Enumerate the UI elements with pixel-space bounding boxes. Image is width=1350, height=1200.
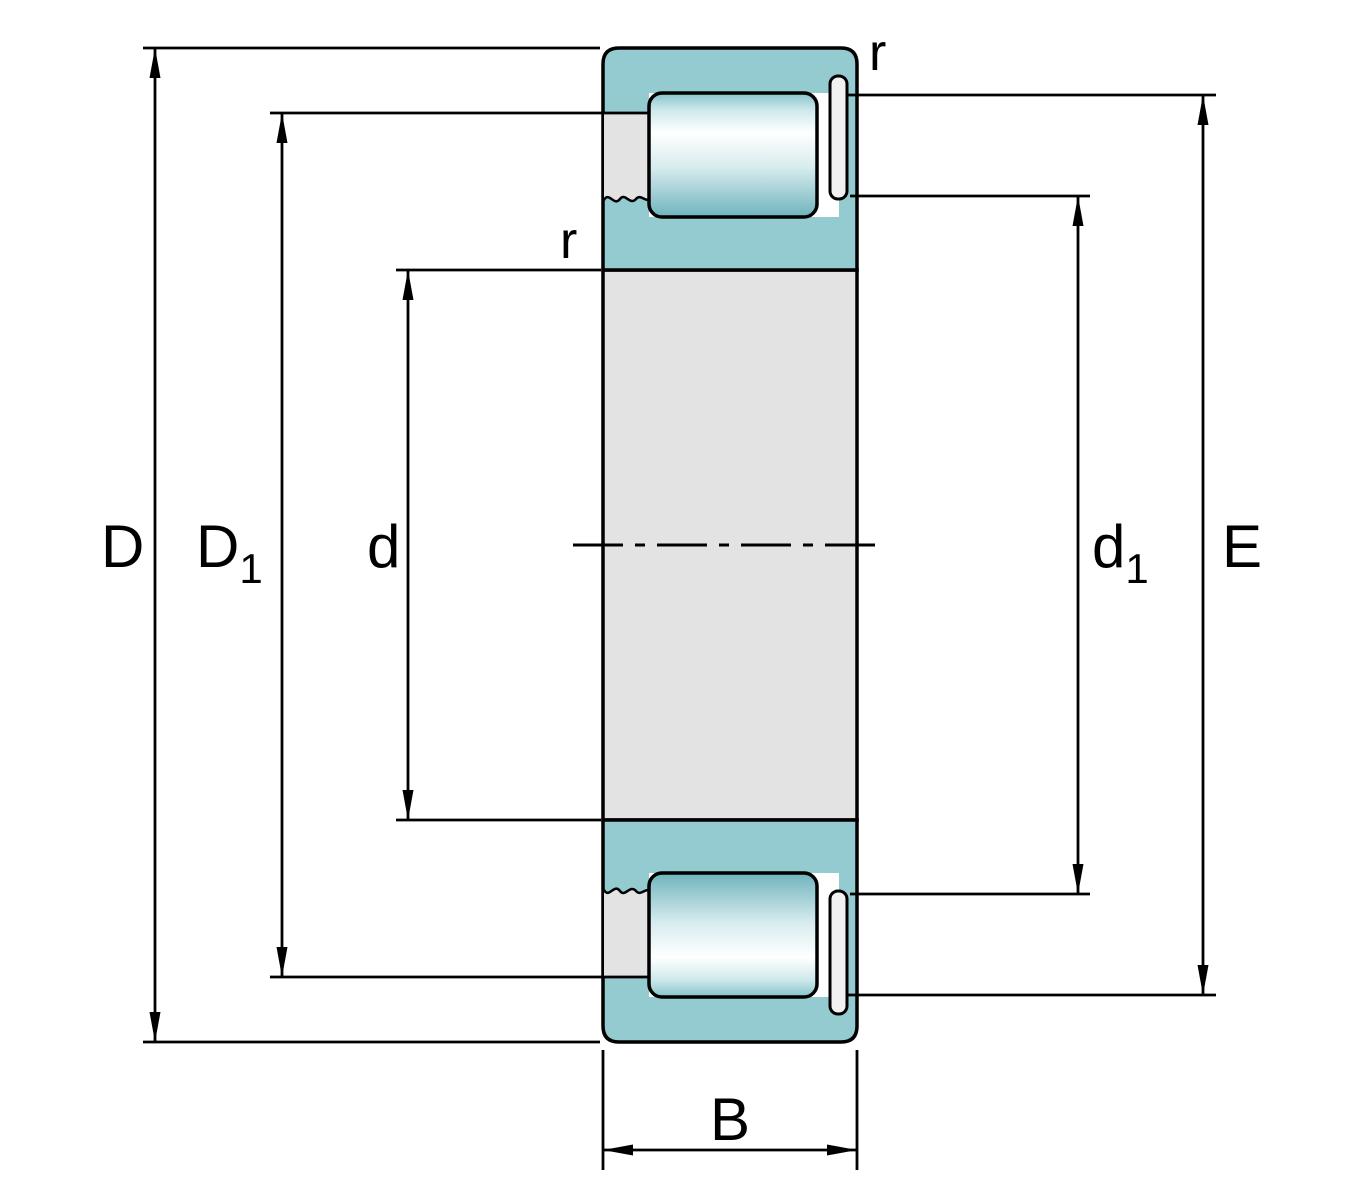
dimension-E: E: [848, 93, 1262, 997]
label-d: d: [367, 513, 400, 580]
inner-ring-bore-section: [601, 268, 859, 822]
dimension-D1: D1: [196, 111, 648, 979]
break-line-top: [602, 195, 652, 203]
cylindrical-roller-bottom: [647, 871, 819, 999]
arrowhead-d1-top: [1072, 196, 1084, 226]
arrowhead-E-bottom: [1197, 965, 1209, 995]
dimension-d1: d1: [850, 194, 1149, 896]
inner-ring-flange-breakout-top: [604, 113, 651, 202]
label-D: D: [101, 513, 144, 580]
label-r-bore: r: [560, 212, 577, 270]
arrowhead-D1-bottom: [276, 947, 288, 977]
arrowhead-B-left: [603, 1144, 633, 1156]
break-line-bottom: [602, 887, 652, 895]
inner-ring-flange-breakout-bottom: [604, 888, 651, 977]
arrowhead-d-bottom: [402, 790, 414, 820]
arrowhead-E-top: [1197, 95, 1209, 125]
dimension-d: d r: [367, 212, 601, 822]
dimension-B: B: [601, 1050, 859, 1170]
label-B: B: [710, 1086, 750, 1153]
dimension-D: D: [101, 46, 600, 1044]
label-E: E: [1222, 513, 1262, 580]
arrowhead-D-bottom: [149, 1012, 161, 1042]
cylindrical-roller-top: [647, 91, 819, 219]
bearing-cross-section: [573, 46, 887, 1044]
arrowhead-D1-top: [276, 113, 288, 143]
arrowhead-d1-bottom: [1072, 864, 1084, 894]
arrowhead-D-top: [149, 48, 161, 78]
arrowhead-d-top: [402, 270, 414, 300]
snap-ring-top: [828, 74, 849, 201]
label-d1: d1: [1092, 513, 1149, 592]
label-D1: D1: [196, 513, 263, 592]
label-r-outer: r: [869, 24, 886, 82]
snap-ring-bottom: [828, 889, 849, 1016]
arrowhead-B-right: [827, 1144, 857, 1156]
